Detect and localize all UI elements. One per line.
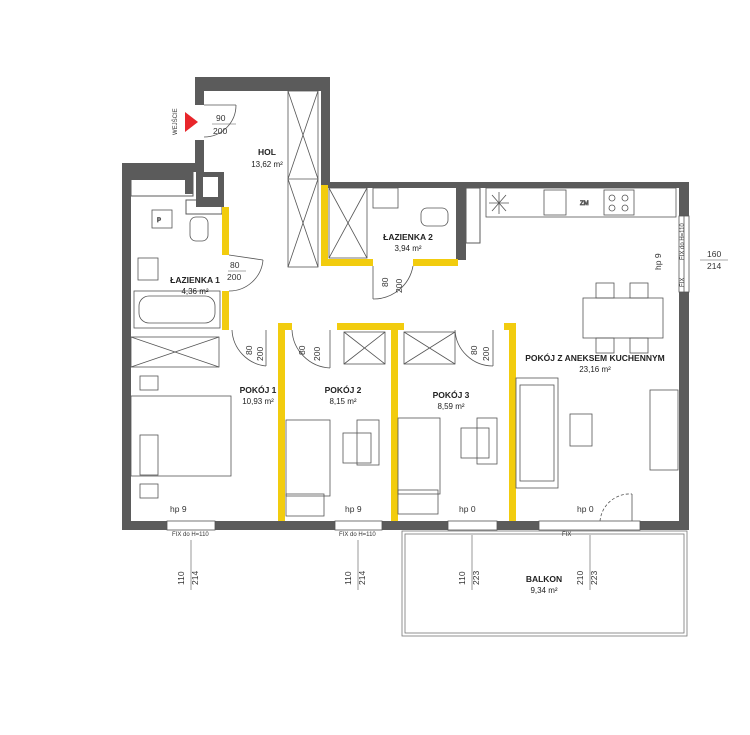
window-pokoj1-fix: FIX do H=110 bbox=[172, 532, 209, 538]
room-area-pokoj-3: 8,59 m² bbox=[437, 402, 464, 411]
room-labels: HOL 13,62 m² ŁAZIENKA 1 4,36 m² ŁAZIENKA… bbox=[170, 147, 665, 595]
wc-mark: P bbox=[157, 218, 161, 224]
balcony bbox=[401, 530, 688, 637]
east-window-fix: FIX do H=110 bbox=[680, 223, 686, 260]
door-dimensions: 90 200 80 200 80 200 80 200 80 200 80 20… bbox=[212, 113, 491, 361]
door-pokoj1-width: 80 bbox=[244, 345, 254, 355]
room-name-balkon: BALKON bbox=[526, 574, 562, 584]
window-pokoj3-hp: hp 0 bbox=[459, 504, 476, 514]
room-area-hol: 13,62 m² bbox=[251, 160, 283, 169]
room-area-lazienka-1: 4,36 m² bbox=[181, 287, 208, 296]
room-name-lazienka-2: ŁAZIENKA 2 bbox=[383, 232, 433, 242]
south-window-annotations: hp 9 FIX do H=110 110 214 hp 9 FIX do H=… bbox=[170, 504, 599, 590]
entrance-label: WEJŚCIE bbox=[171, 108, 179, 135]
door-entrance-height: 200 bbox=[213, 126, 227, 136]
furniture bbox=[130, 282, 679, 517]
room-name-pokoj-3: POKÓJ 3 bbox=[433, 389, 470, 400]
room-name-pokoj-1: POKÓJ 1 bbox=[240, 384, 277, 395]
door-lazienka2-width: 80 bbox=[380, 277, 390, 287]
partition-walls bbox=[222, 185, 516, 521]
room-name-lazienka-1: ŁAZIENKA 1 bbox=[170, 275, 220, 285]
door-lazienka2-height: 200 bbox=[394, 279, 404, 293]
door-pokoj2-width: 80 bbox=[297, 345, 307, 355]
window-pokoj2-width: 110 bbox=[343, 571, 353, 585]
bathroom-fixtures: P bbox=[133, 187, 449, 329]
east-window-annotations: hp 9 FIX do H=110 FIX 160 214 bbox=[653, 223, 728, 287]
window-pokoj3-width: 110 bbox=[457, 571, 467, 585]
exterior-walls bbox=[122, 77, 689, 530]
door-entrance-width: 90 bbox=[216, 113, 226, 123]
window-pokoj1-width: 110 bbox=[176, 571, 186, 585]
door-lazienka1-width: 80 bbox=[230, 260, 240, 270]
room-area-pokoj-1: 10,93 m² bbox=[242, 397, 274, 406]
window-pokoj2-fix: FIX do H=110 bbox=[339, 532, 376, 538]
room-area-pokoj-2: 8,15 m² bbox=[329, 397, 356, 406]
room-area-salon: 23,16 m² bbox=[579, 365, 611, 374]
room-name-salon: POKÓJ Z ANEKSEM KUCHENNYM bbox=[525, 352, 664, 363]
window-salon-hp: hp 0 bbox=[577, 504, 594, 514]
kitchen-mark: ZM bbox=[580, 201, 589, 207]
wardrobes bbox=[130, 90, 456, 368]
window-pokoj3-height: 223 bbox=[471, 571, 481, 585]
doors bbox=[203, 104, 633, 522]
entrance-marker: WEJŚCIE bbox=[171, 108, 198, 135]
window-pokoj2-hp: hp 9 bbox=[345, 504, 362, 514]
window-salon-height: 223 bbox=[589, 571, 599, 585]
room-area-balkon: 9,34 m² bbox=[530, 586, 557, 595]
window-pokoj1-hp: hp 9 bbox=[170, 504, 187, 514]
window-salon-width: 210 bbox=[575, 571, 585, 585]
east-window-width: 160 bbox=[707, 249, 721, 259]
window-pokoj2-height: 214 bbox=[357, 571, 367, 585]
windows bbox=[166, 215, 690, 531]
door-pokoj3-width: 80 bbox=[469, 345, 479, 355]
east-window-fix2: FIX bbox=[680, 278, 686, 287]
room-area-lazienka-2: 3,94 m² bbox=[394, 244, 421, 253]
room-name-hol: HOL bbox=[258, 147, 276, 157]
door-pokoj1-height: 200 bbox=[255, 347, 265, 361]
door-pokoj2-height: 200 bbox=[312, 347, 322, 361]
east-window-height: 214 bbox=[707, 261, 721, 271]
window-pokoj1-height: 214 bbox=[190, 571, 200, 585]
window-salon-fix: FIX bbox=[562, 532, 571, 538]
east-window-hp: hp 9 bbox=[653, 253, 663, 270]
door-pokoj3-height: 200 bbox=[481, 347, 491, 361]
room-name-pokoj-2: POKÓJ 2 bbox=[325, 384, 362, 395]
kitchen-counter: ZM bbox=[485, 187, 677, 218]
door-lazienka1-height: 200 bbox=[227, 272, 241, 282]
